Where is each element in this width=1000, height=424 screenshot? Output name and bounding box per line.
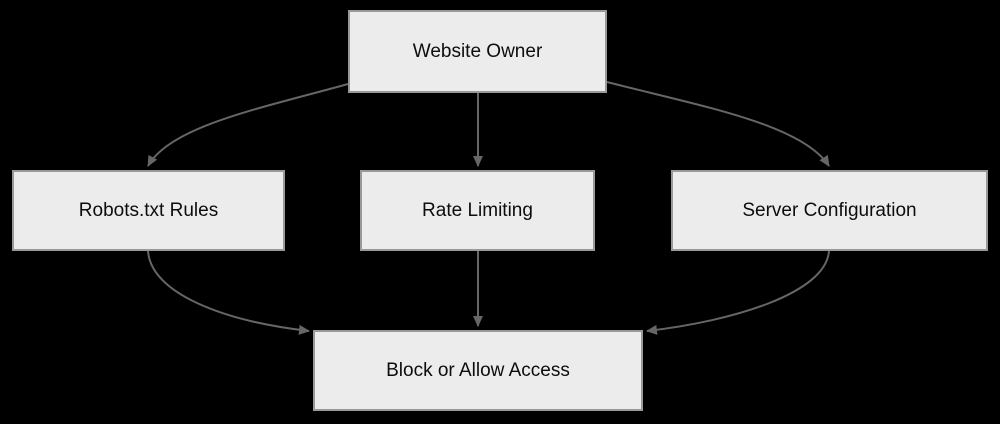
node-rate-limiting-label: Rate Limiting xyxy=(422,199,533,221)
node-robots-txt-rules: Robots.txt Rules xyxy=(12,170,285,251)
edge-website-owner-to-server-configuration xyxy=(606,81,830,167)
edge-website-owner-to-robots-txt-rules xyxy=(147,83,349,167)
node-server-configuration: Server Configuration xyxy=(671,170,988,251)
edge-server-configuration-to-block-or-allow xyxy=(646,250,830,335)
node-website-owner-label: Website Owner xyxy=(412,40,543,62)
node-rate-limiting: Rate Limiting xyxy=(360,170,595,251)
edge-robots-txt-rules-to-block-or-allow xyxy=(147,250,310,335)
node-server-configuration-label: Server Configuration xyxy=(742,199,917,221)
node-block-or-allow-access-label: Block or Allow Access xyxy=(386,359,570,381)
node-website-owner: Website Owner xyxy=(348,10,607,93)
node-block-or-allow-access: Block or Allow Access xyxy=(313,330,643,411)
node-robots-txt-rules-label: Robots.txt Rules xyxy=(78,199,219,221)
